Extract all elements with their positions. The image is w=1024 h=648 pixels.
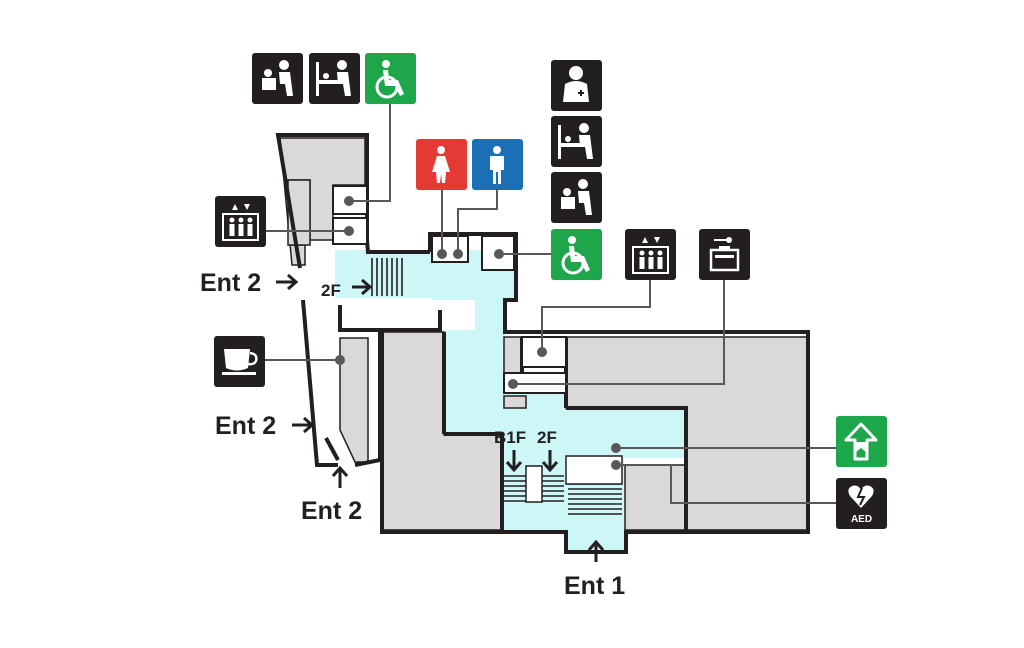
stairs-ent1 <box>568 483 622 515</box>
arrow-right-icon <box>276 273 299 291</box>
arrow-up-icon <box>587 539 605 562</box>
nursing-room-icon <box>551 60 602 111</box>
stairs-2f-left <box>371 258 403 296</box>
baby-chair-icon <box>551 172 602 223</box>
female-restroom-icon <box>416 139 467 190</box>
stairs-b1f-label: B1F <box>494 428 526 447</box>
aed-label: AED <box>851 514 872 525</box>
male-restroom-icon <box>472 139 523 190</box>
stairwell-core <box>525 465 543 503</box>
arrow-down-icon <box>505 450 523 473</box>
arrows <box>276 273 605 562</box>
pointer-dots <box>335 196 621 470</box>
diaper-changing-icon <box>309 53 360 104</box>
arrow-down-icon <box>541 450 559 473</box>
baby-chair-icon <box>252 53 303 104</box>
elevator-icon <box>215 196 266 247</box>
locker-icon <box>699 229 750 280</box>
cafe-icon <box>214 336 265 387</box>
wheelchair-accessible-icon <box>365 53 416 104</box>
stairs-2f-label: 2F <box>537 428 557 447</box>
entrance-2-label: Ent 2 <box>215 412 276 440</box>
elevator-icon <box>625 229 676 280</box>
pointer-lines <box>265 102 836 504</box>
wheelchair-accessible-icon <box>551 229 602 280</box>
arrow-right-icon <box>352 278 373 296</box>
entrance-2-label: Ent 2 <box>200 269 261 297</box>
emergency-exit-icon <box>836 416 887 467</box>
stair-landing <box>565 455 623 485</box>
arrow-right-icon <box>292 416 315 434</box>
stairs-b1f <box>504 475 526 502</box>
aed-icon: AED <box>836 478 887 529</box>
stairs-2f-right <box>542 475 564 502</box>
entrance-1-label: Ent 1 <box>564 572 625 600</box>
stairs-2f-label: 2F <box>321 281 341 300</box>
diaper-changing-icon <box>551 116 602 167</box>
entrance-2-label: Ent 2 <box>301 497 362 525</box>
arrow-up-icon <box>331 465 349 488</box>
